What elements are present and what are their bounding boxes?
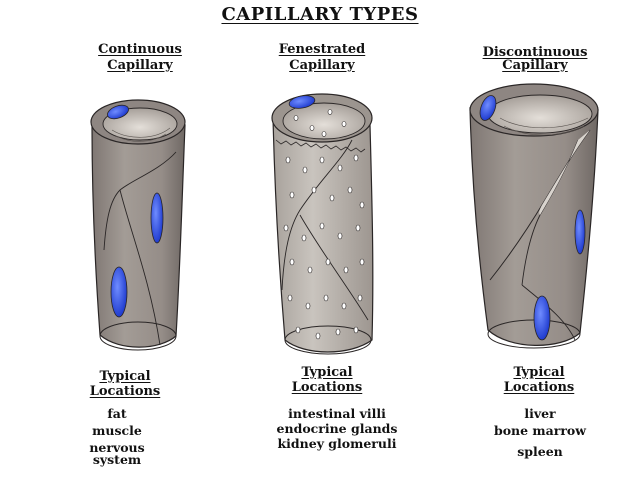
fenestration [302,166,308,174]
fenestration [327,109,333,115]
fenestration [287,294,293,302]
fenestration [309,125,315,131]
fenestration [305,302,311,310]
continuous-nucleus-2 [110,266,128,318]
continuous-capillary-heading: Continuous Capillary [80,42,200,74]
continuous-locations-line1: Typical [99,369,151,384]
continuous-lumen-lines [111,127,171,142]
fenestration [325,258,331,266]
fenestration [319,222,325,230]
continuous-locations-line2: Locations [89,384,161,399]
discontinuous-gap [539,130,590,215]
fenestrated-locations-heading: Typical Locations [282,365,372,395]
continuous-tube-bottom [99,321,177,351]
continuous-heading-line1: Continuous [98,42,182,57]
fenestration [357,294,363,302]
discontinuous-capillary-illustration [469,83,599,349]
discontinuous-capillary-heading: Discontinuous Capillary [470,46,600,72]
fenestration [283,224,289,232]
fenestration [341,121,347,127]
fenestrated-heading-line2: Capillary [289,58,355,73]
fenestration [319,156,325,164]
list-item: kidney glomeruli [277,436,397,451]
discontinuous-lumen-lines [499,117,589,136]
fenestrated-locations-line2: Locations [291,380,363,395]
discontinuous-nucleus-2 [533,295,551,341]
list-item: bone marrow [493,423,587,438]
fenestration [347,186,353,194]
continuous-heading-line2: Capillary [107,58,173,73]
fenestration [335,328,341,336]
list-item: muscle [92,423,142,438]
fenestrated-heading-line1: Fenestrated [278,42,366,57]
continuous-locations-heading: Typical Locations [80,369,170,399]
continuous-tube-body [91,124,186,348]
fenestration [359,258,365,266]
fenestrated-locations-list: intestinal villi endocrine glands kidney… [262,406,412,451]
discontinuous-heading-line2: Capillary [502,58,568,73]
fenestrated-tube-lumen [282,102,366,140]
fenestrated-locations-line1: Typical [301,365,353,380]
fenestrated-cell-junction-2 [299,214,369,321]
fenestrations [283,109,365,340]
list-item: fat [107,406,127,421]
fenestrated-rim-zigzag [275,139,366,153]
fenestrated-capillary-heading: Fenestrated Capillary [262,42,382,74]
fenestration [323,294,329,302]
discontinuous-locations-line2: Locations [503,380,575,395]
list-item: spleen [517,444,563,459]
fenestrated-nucleus-rim [288,95,316,109]
fenestration [343,266,349,274]
fenestration [289,191,295,199]
discontinuous-tube-lumen [487,94,593,134]
fenestration [293,115,299,121]
list-item: intestinal villi [288,406,386,421]
fenestration [341,302,347,310]
fenestration [289,258,295,266]
continuous-nucleus-1 [150,192,164,244]
discontinuous-locations-line1: Typical [513,365,565,380]
fenestrated-tube-bottom [284,325,372,355]
list-item: endocrine glands [276,421,398,436]
list-item: system [92,452,142,467]
continuous-locations-list: fat muscle nervous system [72,406,162,466]
discontinuous-locations-heading: Typical Locations [494,365,584,395]
fenestration [355,224,361,232]
discontinuous-cell-junction [521,284,576,341]
fenestration [359,201,365,209]
discontinuous-heading-line1: Discontinuous [482,45,588,60]
fenestration [329,194,335,202]
fenestration [285,156,291,164]
fenestrated-tube-body [272,117,374,353]
diagram-title: CAPILLARY TYPES [221,4,419,25]
fenestration [337,232,343,240]
fenestration [311,186,317,194]
list-item: liver [524,406,556,421]
continuous-nucleus-rim [107,104,129,120]
fenestration [353,326,359,334]
fenestration [295,326,301,334]
continuous-cell-junction-2 [119,189,161,346]
list-item: nervous [89,440,145,455]
continuous-capillary-illustration [90,99,186,351]
fenestration [307,266,313,274]
fenestration [321,131,327,137]
discontinuous-nucleus-1 [574,209,586,255]
fenestration [353,154,359,162]
discontinuous-nucleus-rim [479,95,497,121]
fenestration [315,332,321,340]
fenestration [301,234,307,242]
fenestrated-cell-junction-1 [281,139,353,291]
discontinuous-locations-list: liver bone marrow spleen [480,406,600,464]
fenestrated-capillary-illustration [271,93,374,355]
fenestration [337,164,343,172]
